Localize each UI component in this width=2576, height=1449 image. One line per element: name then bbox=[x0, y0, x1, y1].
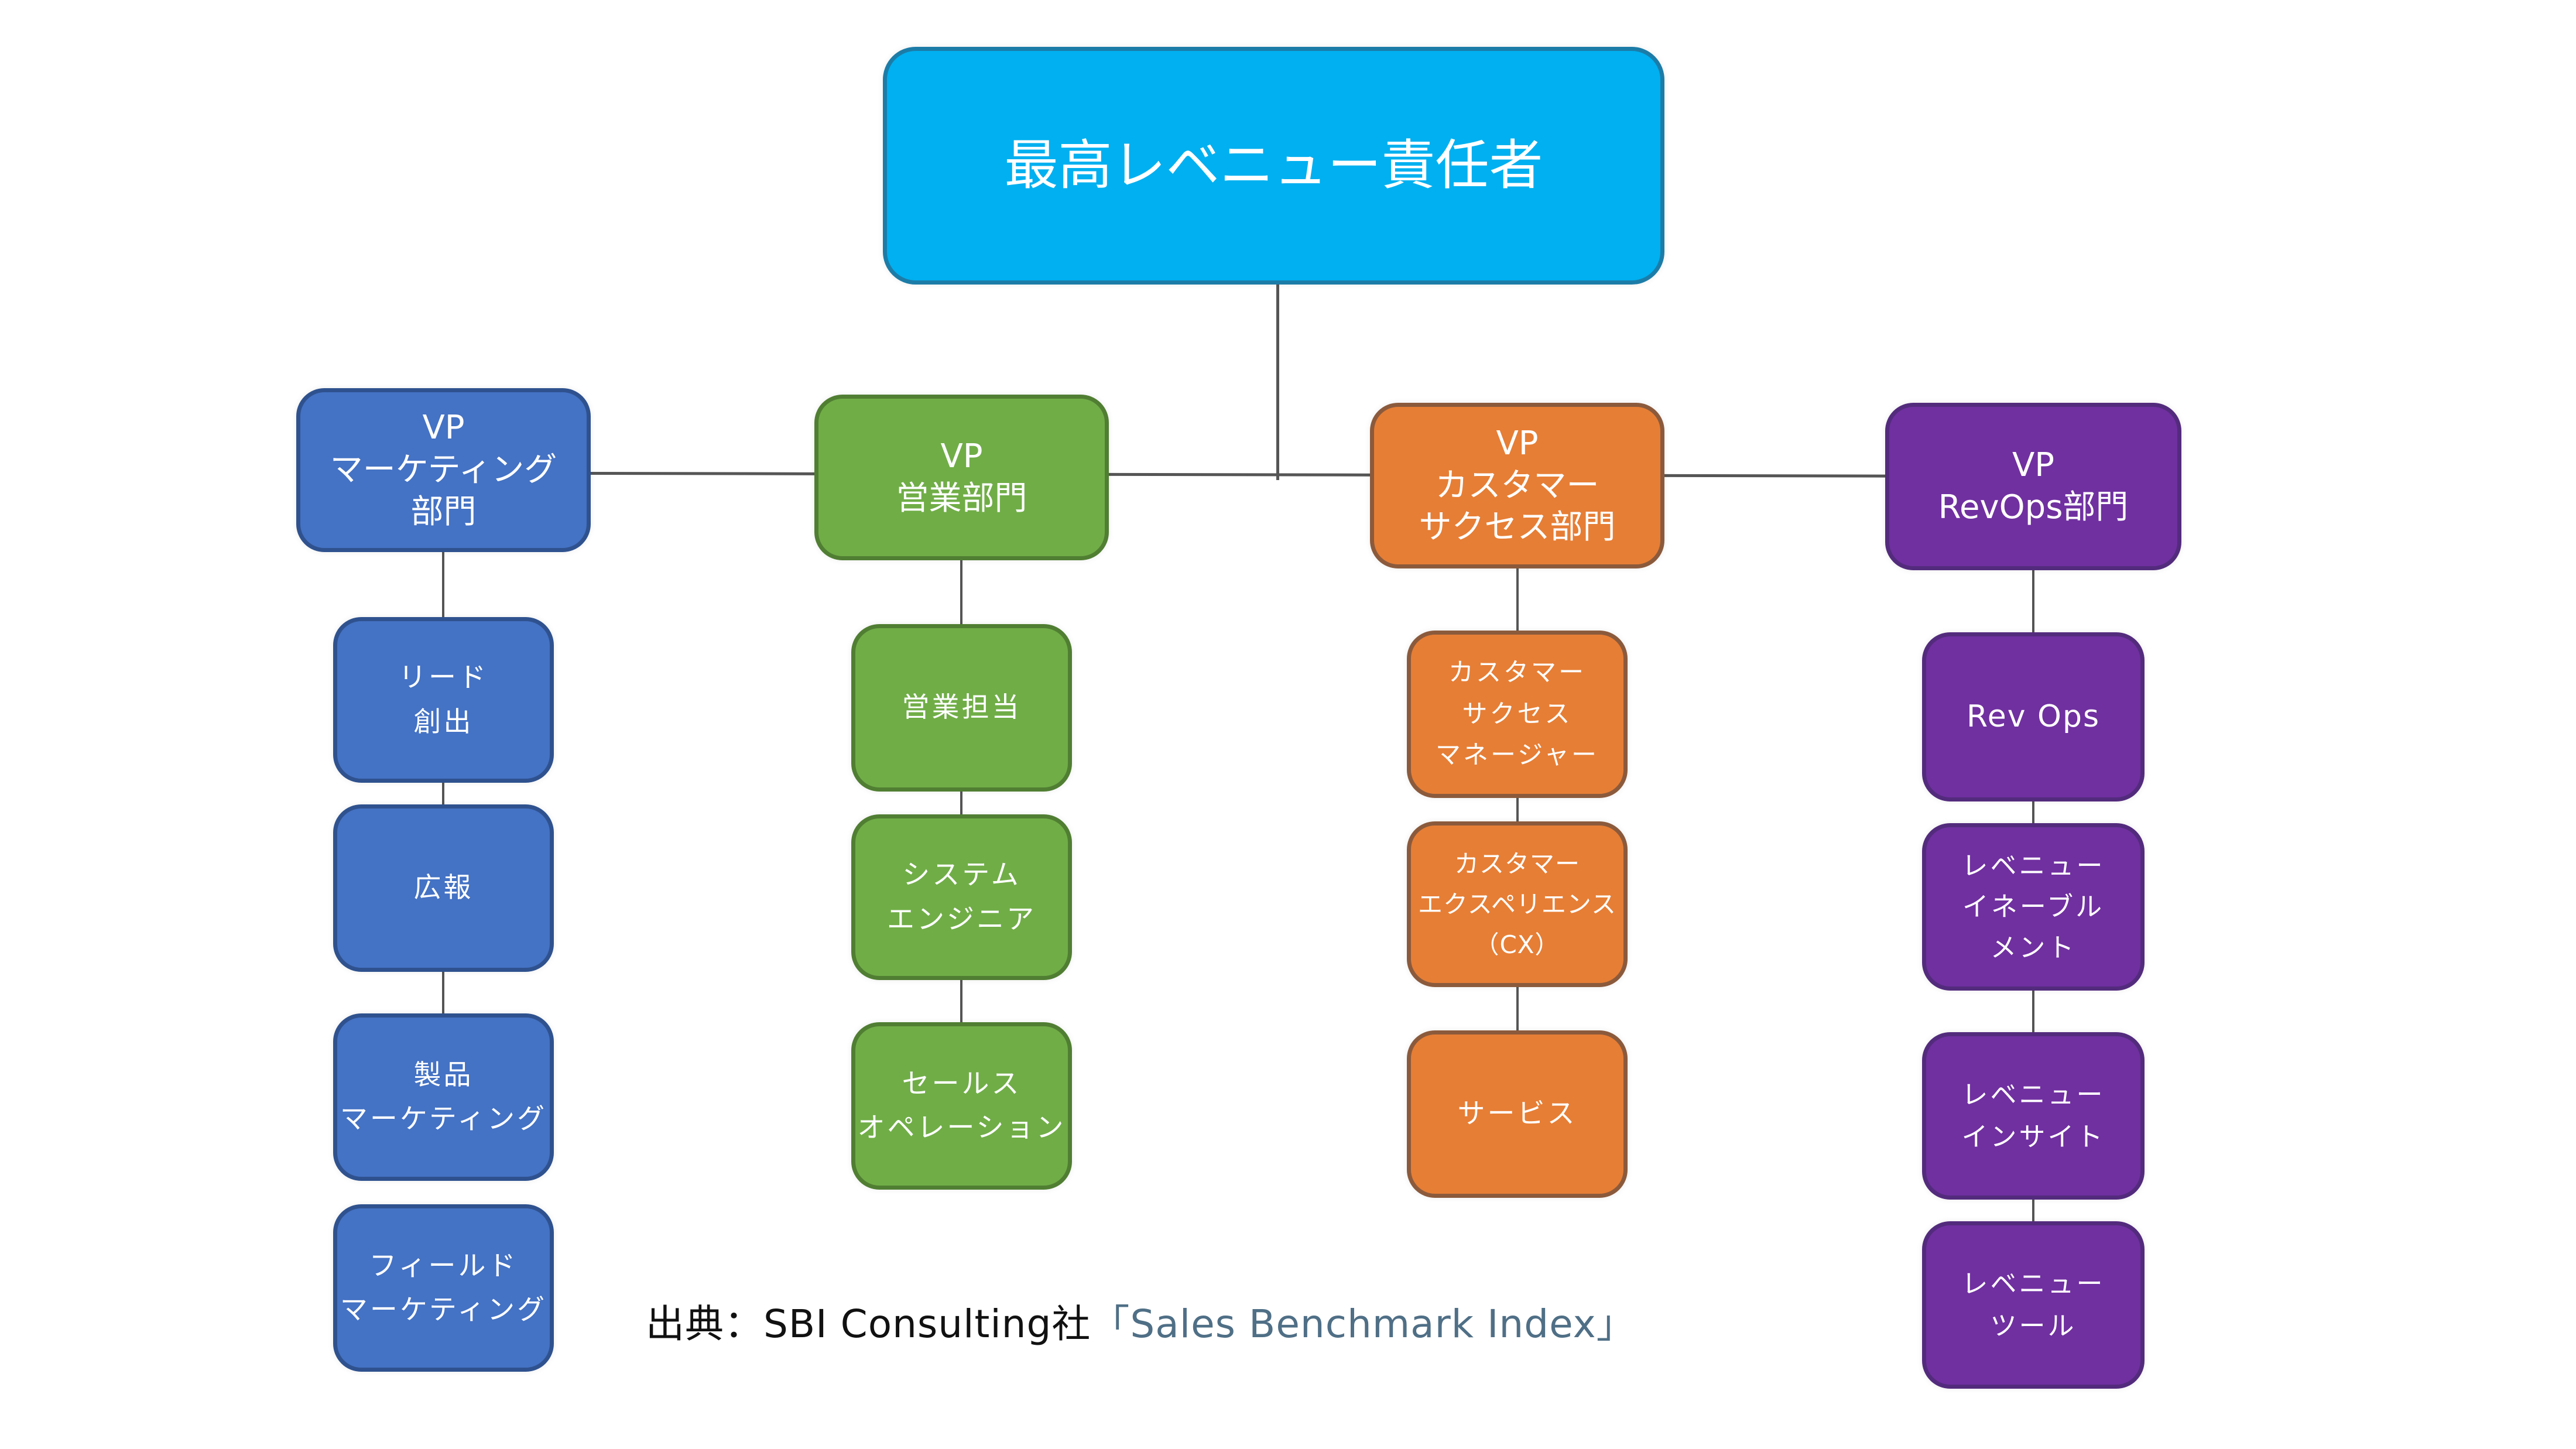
child-node-customer-experience[interactable]: カスタマー エクスペリエンス （CX） bbox=[1407, 821, 1628, 987]
child-node-lead-generation[interactable]: リード 創出 bbox=[333, 617, 554, 783]
child-node-label: Rev Ops bbox=[1966, 698, 2101, 734]
child-node-label: サービス bbox=[1457, 1098, 1577, 1131]
connector-cs-children bbox=[1516, 568, 1519, 1037]
child-node-customer-success-manager[interactable]: カスタマー サクセス マネージャー bbox=[1407, 631, 1628, 798]
child-node-label: 営業担当 bbox=[902, 691, 1022, 724]
vp-node-label: VP RevOps部門 bbox=[1938, 446, 2129, 526]
child-node-revenue-insights[interactable]: レベニュー インサイト bbox=[1922, 1032, 2145, 1200]
child-node-label: レベニュー インサイト bbox=[1961, 1079, 2105, 1152]
child-node-label: 製品 マーケティング bbox=[340, 1059, 547, 1135]
child-node-systems-engineer[interactable]: システム エンジニア bbox=[851, 814, 1072, 980]
child-node-revenue-enablement[interactable]: レベニュー イネーブル メント bbox=[1922, 823, 2145, 991]
child-node-rev-ops[interactable]: Rev Ops bbox=[1922, 632, 2145, 801]
vp-node-label: VP 営業部門 bbox=[896, 437, 1027, 518]
child-node-label: 広報 bbox=[413, 872, 474, 905]
root-node-chief-revenue-officer[interactable]: 最高レベニュー責任者 bbox=[883, 47, 1664, 285]
connector-sales-children bbox=[960, 560, 962, 1040]
child-node-label: カスタマー サクセス マネージャー bbox=[1436, 657, 1599, 770]
caption-source-link[interactable]: 「Sales Benchmark Index」 bbox=[1091, 1301, 1636, 1347]
child-node-revenue-tools[interactable]: レベニュー ツール bbox=[1922, 1221, 2145, 1389]
child-node-service[interactable]: サービス bbox=[1407, 1030, 1628, 1198]
connector-root-down bbox=[1276, 285, 1279, 480]
child-node-label: リード 創出 bbox=[399, 662, 488, 738]
caption-prefix: 出典：SBI Consulting社 bbox=[646, 1301, 1091, 1347]
child-node-label: レベニュー イネーブル メント bbox=[1961, 850, 2105, 963]
vp-node-label: VP カスタマー サクセス部門 bbox=[1419, 424, 1616, 547]
vp-node-customer-success[interactable]: VP カスタマー サクセス部門 bbox=[1370, 403, 1664, 568]
child-node-label: セールス オペレーション bbox=[857, 1067, 1066, 1144]
child-node-product-marketing[interactable]: 製品 マーケティング bbox=[333, 1013, 554, 1181]
vp-node-revops[interactable]: VP RevOps部門 bbox=[1885, 403, 2181, 570]
child-node-sales-operations[interactable]: セールス オペレーション bbox=[851, 1022, 1072, 1190]
child-node-label: フィールド マーケティング bbox=[340, 1249, 547, 1326]
source-caption: 出典：SBI Consulting社「Sales Benchmark Index… bbox=[646, 1293, 1636, 1349]
vp-node-marketing[interactable]: VP マーケティング 部門 bbox=[296, 388, 591, 552]
child-node-sales-rep[interactable]: 営業担当 bbox=[851, 624, 1072, 792]
child-node-label: カスタマー エクスペリエンス （CX） bbox=[1418, 849, 1616, 960]
child-node-label: システム エンジニア bbox=[887, 859, 1036, 936]
child-node-label: レベニュー ツール bbox=[1961, 1268, 2105, 1341]
root-node-label: 最高レベニュー責任者 bbox=[1004, 134, 1543, 197]
connector-horizontal-main bbox=[590, 472, 1886, 478]
vp-node-label: VP マーケティング 部門 bbox=[330, 409, 557, 531]
vp-node-sales[interactable]: VP 営業部門 bbox=[814, 395, 1109, 560]
child-node-field-marketing[interactable]: フィールド マーケティング bbox=[333, 1204, 554, 1372]
child-node-public-relations[interactable]: 広報 bbox=[333, 804, 554, 972]
